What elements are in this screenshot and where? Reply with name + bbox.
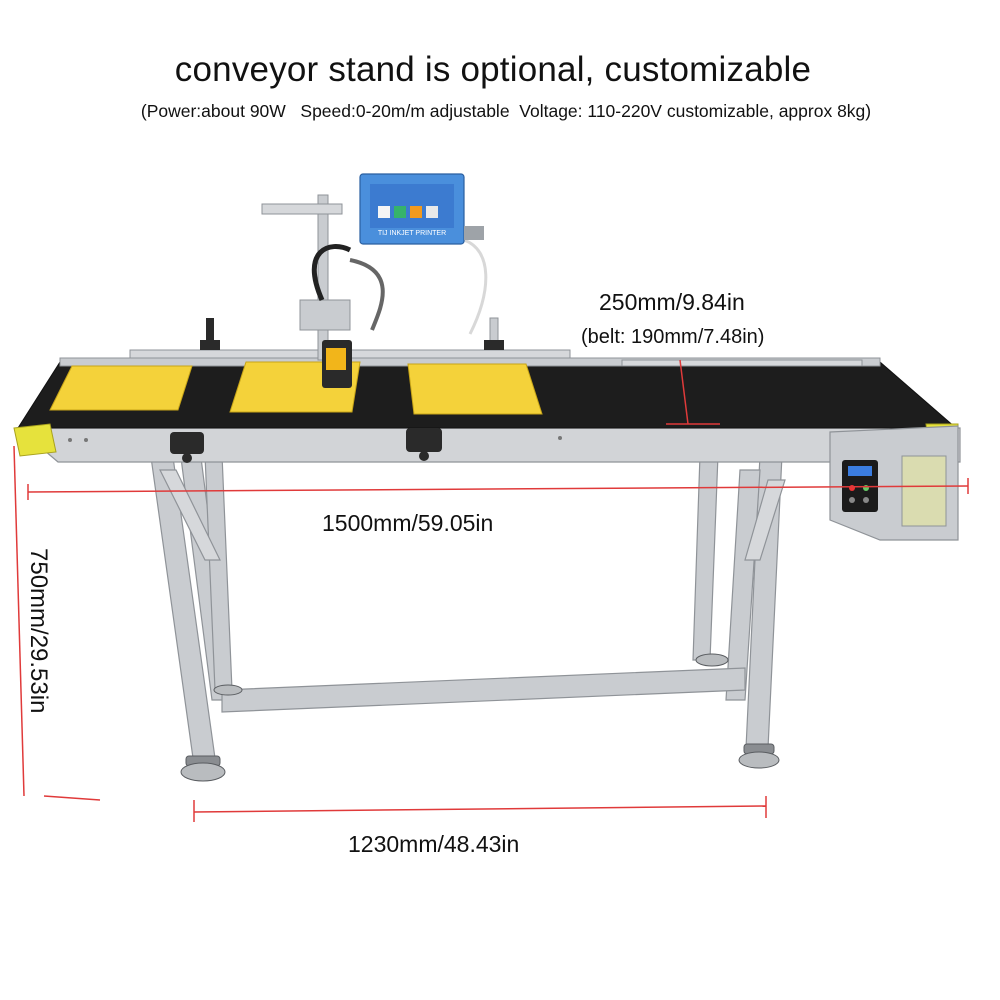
stand-feet	[180, 653, 780, 782]
stand-frame	[149, 449, 786, 759]
width-label: 250mm/9.84in	[599, 289, 745, 315]
specs-line: (Power:about 90W Speed:0-20m/m adjustabl…	[140, 101, 872, 121]
height-dimension-line	[13, 445, 25, 797]
dimension-lines	[13, 359, 969, 822]
envelopes	[49, 361, 543, 415]
stand-length-label: 1230mm/48.43in	[348, 831, 520, 857]
printer-label: TIJ INKJET PRINTER	[377, 230, 447, 237]
length-dimension-line	[27, 485, 969, 493]
inkjet-printer-controller	[359, 173, 484, 245]
page-title: conveyor stand is optional, customizable	[174, 50, 812, 89]
width-dimension-line	[679, 359, 689, 425]
control-box	[829, 425, 959, 541]
stand-length-dimension-line	[193, 805, 767, 813]
length-label: 1500mm/59.05in	[322, 510, 494, 536]
height-label: 750mm/29.53in	[25, 548, 52, 714]
belt-width-label: (belt: 190mm/7.48in)	[581, 326, 765, 348]
printer-mount	[200, 194, 504, 388]
